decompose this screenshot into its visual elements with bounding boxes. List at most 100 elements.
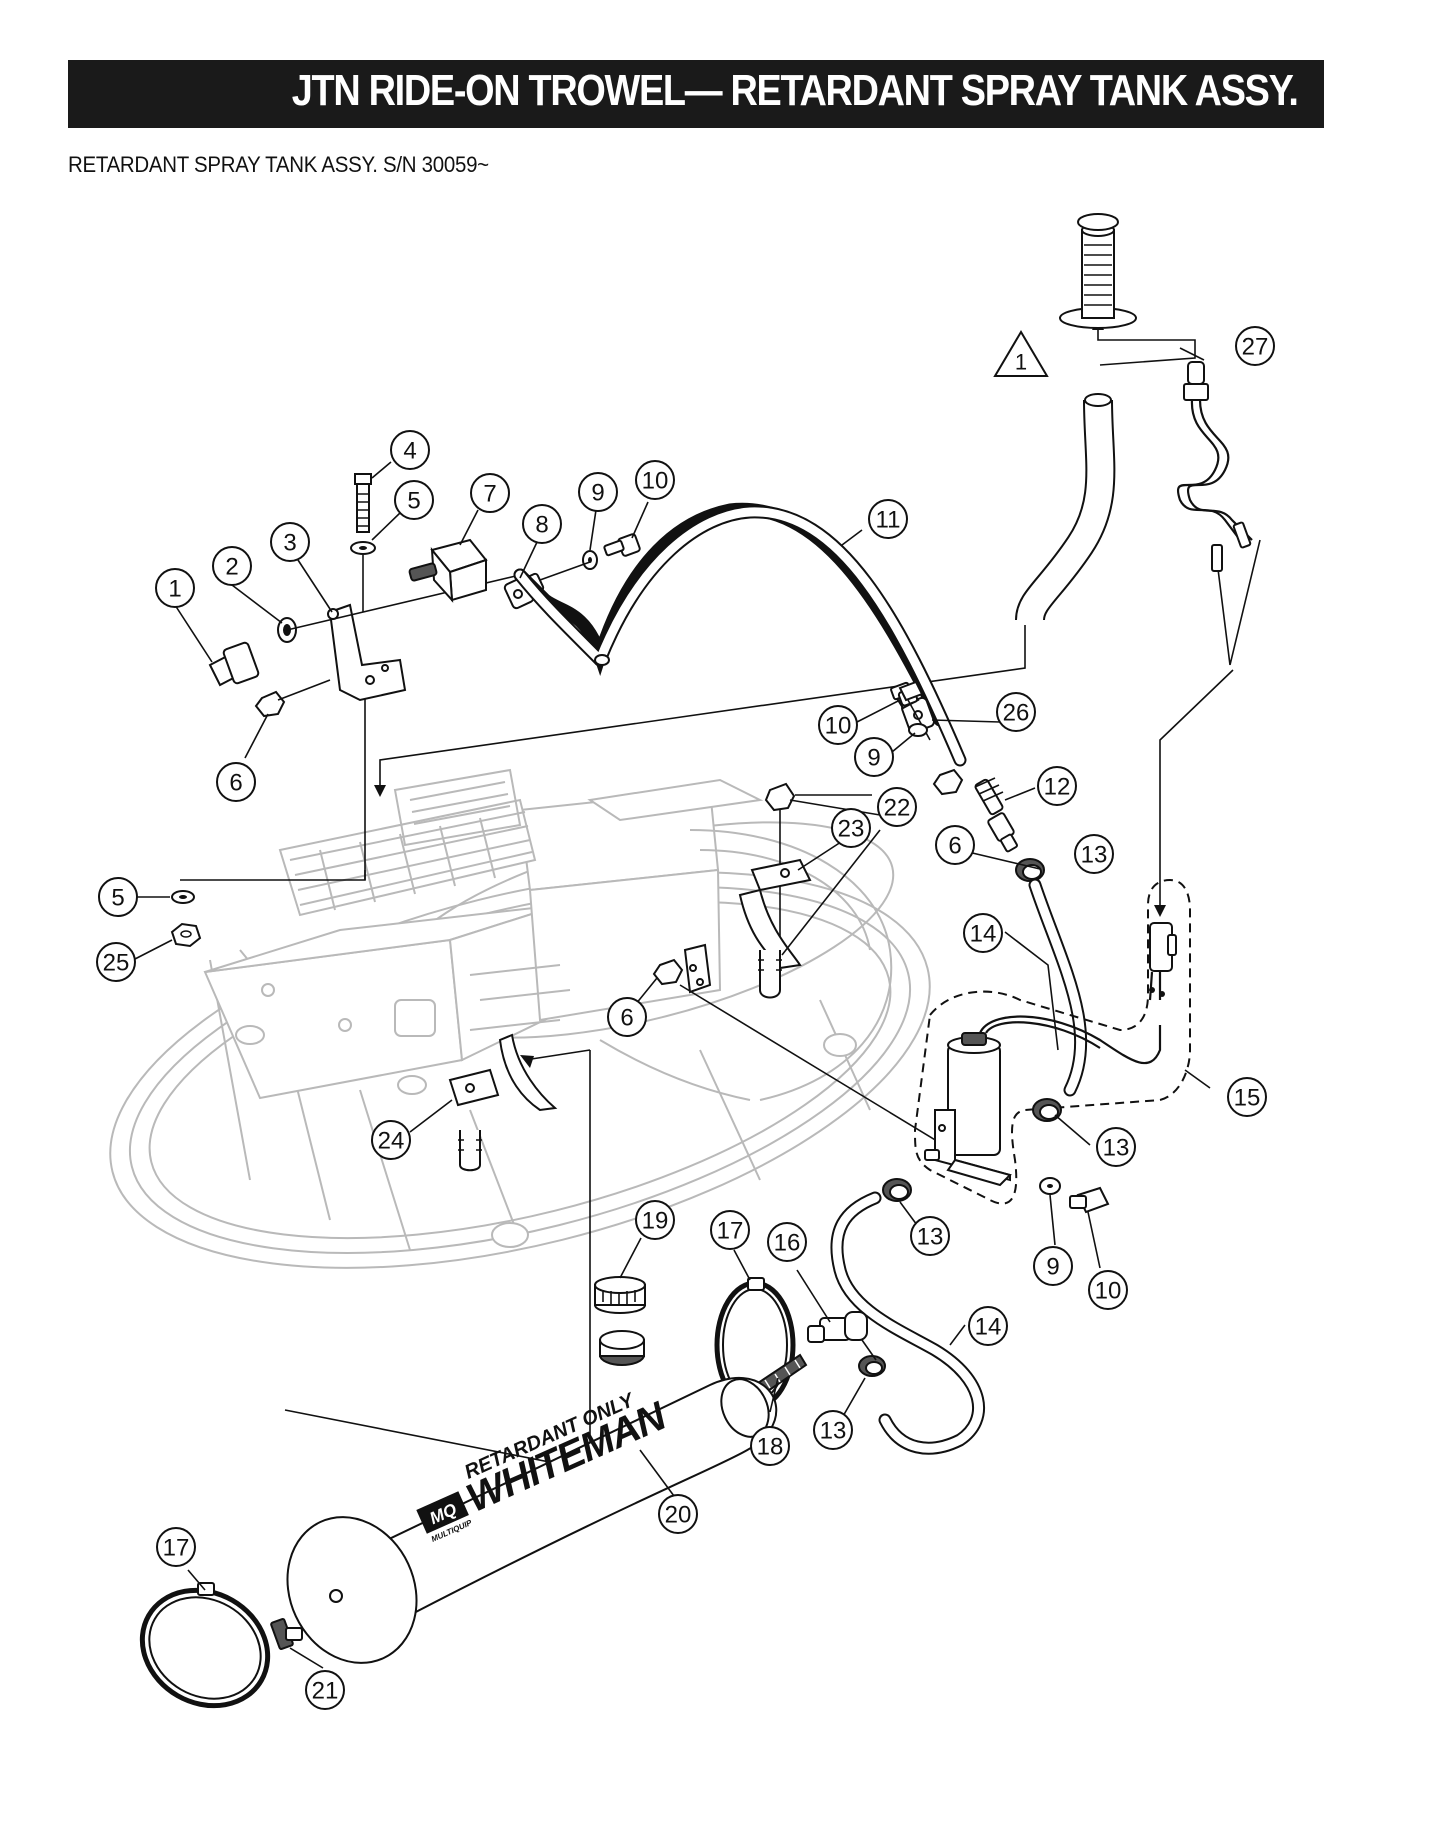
hose-14-upper bbox=[1028, 878, 1088, 1097]
callout-circle bbox=[371, 1120, 411, 1160]
callout-14: 14 bbox=[968, 1306, 1008, 1346]
callout-circle bbox=[394, 480, 434, 520]
callout-7: 7 bbox=[470, 473, 510, 513]
callout-number: 20 bbox=[665, 1502, 692, 1529]
callout-circle bbox=[635, 1200, 675, 1240]
clamp-13-pump bbox=[882, 1098, 1062, 1202]
handle-tube bbox=[1015, 393, 1116, 622]
callout-8: 8 bbox=[522, 504, 562, 544]
callout-circle bbox=[1074, 834, 1114, 874]
callout-10: 10 bbox=[818, 705, 858, 745]
callout-circle bbox=[96, 942, 136, 982]
hose-11 bbox=[513, 502, 967, 767]
hose-14-lower bbox=[830, 1191, 986, 1455]
callout-24: 24 bbox=[371, 1120, 411, 1160]
callout-number: 3 bbox=[283, 530, 296, 557]
callout-20: 20 bbox=[658, 1494, 698, 1534]
callout-number: 27 bbox=[1242, 334, 1269, 361]
callout-number: 19 bbox=[642, 1208, 669, 1235]
callout-circle bbox=[996, 692, 1036, 732]
callout-circle bbox=[522, 504, 562, 544]
switch-27 bbox=[1177, 361, 1253, 572]
callout-circle bbox=[854, 737, 894, 777]
callout-circle bbox=[212, 546, 252, 586]
callout-circle bbox=[98, 877, 138, 917]
callout-number: 1 bbox=[168, 576, 181, 603]
handle-grip bbox=[1059, 213, 1137, 329]
callout-number: 17 bbox=[163, 1535, 190, 1562]
callout-circle bbox=[710, 1210, 750, 1250]
callout-1: 1 bbox=[155, 568, 195, 608]
callout-circle bbox=[818, 705, 858, 745]
elbow-16 bbox=[807, 1311, 886, 1377]
callout-circle bbox=[813, 1410, 853, 1450]
callout-number: 2 bbox=[225, 554, 238, 581]
callout-number: 23 bbox=[838, 816, 865, 843]
callout-circle bbox=[1037, 766, 1077, 806]
callout-number: 6 bbox=[948, 833, 961, 860]
callout-number: 9 bbox=[867, 745, 880, 772]
callout-6: 6 bbox=[935, 825, 975, 865]
callout-circle bbox=[968, 1306, 1008, 1346]
callout-25: 25 bbox=[96, 942, 136, 982]
hose-clamp-17-bottom bbox=[139, 1582, 271, 1709]
trowel-frame-ghost bbox=[109, 768, 931, 1269]
callout-number: 6 bbox=[620, 1005, 633, 1032]
callout-number: 13 bbox=[820, 1418, 847, 1445]
callout-10: 10 bbox=[1088, 1270, 1128, 1310]
callout-leaders bbox=[134, 347, 1211, 1669]
callout-circle bbox=[935, 825, 975, 865]
callout-circle bbox=[216, 762, 256, 802]
filler-cap-19 bbox=[594, 1276, 646, 1314]
callout-17: 17 bbox=[156, 1527, 196, 1567]
callout-27: 27 bbox=[1235, 326, 1275, 366]
callout-21: 21 bbox=[305, 1670, 345, 1710]
callout-number: 16 bbox=[774, 1230, 801, 1257]
bracket-24 bbox=[448, 1033, 558, 1172]
callout-9: 9 bbox=[854, 737, 894, 777]
callout-number: 5 bbox=[407, 488, 420, 515]
callout-2: 2 bbox=[212, 546, 252, 586]
callout-number: 13 bbox=[1081, 842, 1108, 869]
callout-number: 9 bbox=[1046, 1254, 1059, 1281]
callout-number: 8 bbox=[535, 512, 548, 539]
callout-number: 22 bbox=[884, 795, 911, 822]
callout-circle bbox=[831, 808, 871, 848]
callout-circle bbox=[910, 1216, 950, 1256]
callout-number: 10 bbox=[642, 468, 669, 495]
callout-circle bbox=[1033, 1246, 1073, 1286]
callout-12: 12 bbox=[1037, 766, 1077, 806]
fitting-12 bbox=[974, 777, 1018, 853]
nut-6-pump bbox=[652, 943, 712, 994]
callout-number: 5 bbox=[111, 885, 124, 912]
callout-number: 13 bbox=[917, 1224, 944, 1251]
callout-17: 17 bbox=[710, 1210, 750, 1250]
callout-number: 11 bbox=[876, 507, 901, 534]
callout-circle bbox=[963, 913, 1003, 953]
callout-10: 10 bbox=[635, 460, 675, 500]
callout-6: 6 bbox=[216, 762, 256, 802]
callout-number: 4 bbox=[403, 438, 416, 465]
callout-circle bbox=[877, 787, 917, 827]
clamp-13-top bbox=[1015, 858, 1045, 882]
bracket-23 bbox=[738, 782, 881, 999]
callout-number: 14 bbox=[975, 1314, 1002, 1341]
callout-number: 7 bbox=[483, 481, 496, 508]
callout-number: 18 bbox=[757, 1434, 784, 1461]
callout-number: 17 bbox=[717, 1218, 744, 1245]
callout-circle bbox=[470, 473, 510, 513]
washer-nut-5-25 bbox=[170, 890, 202, 948]
note-triangle-label: 1 bbox=[1015, 350, 1027, 375]
callout-9: 9 bbox=[1033, 1246, 1073, 1286]
callout-13: 13 bbox=[813, 1410, 853, 1450]
callout-circle bbox=[750, 1426, 790, 1466]
callout-circle bbox=[1227, 1077, 1267, 1117]
callout-15: 15 bbox=[1227, 1077, 1267, 1117]
callout-13: 13 bbox=[1096, 1127, 1136, 1167]
callout-4: 4 bbox=[390, 430, 430, 470]
callout-circle bbox=[155, 568, 195, 608]
callout-number: 25 bbox=[103, 950, 130, 977]
note-triangle: 1 bbox=[993, 330, 1049, 377]
